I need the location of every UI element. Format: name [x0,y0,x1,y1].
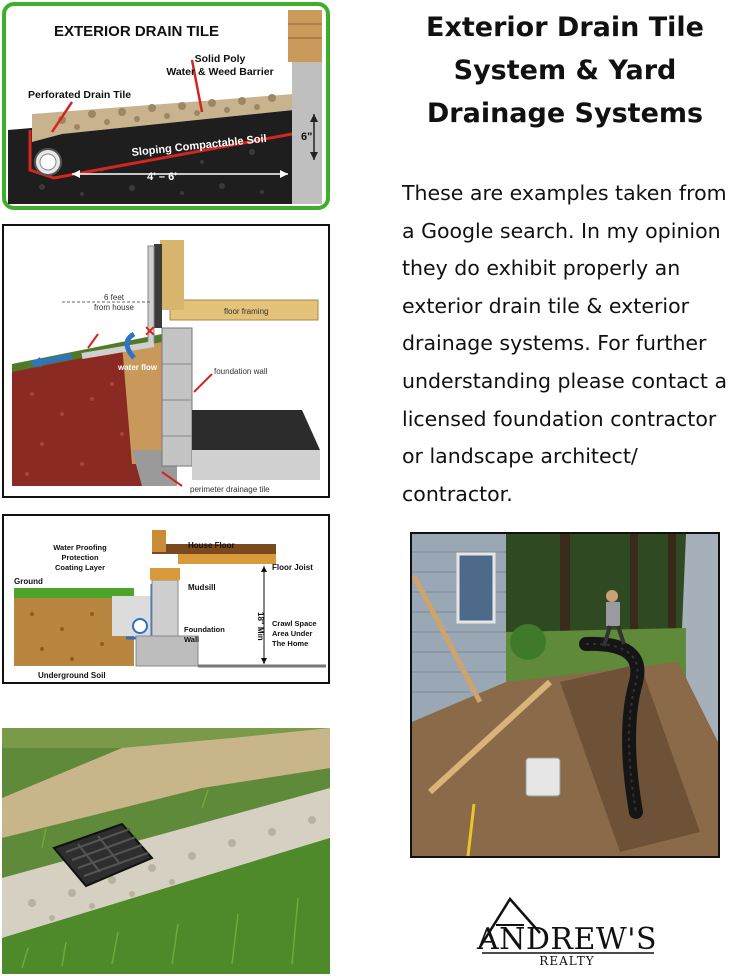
diagram2-distance-label: 6 feet [104,293,125,302]
diagram3-foundation-2: Wall [184,635,199,644]
diagram1-tile-label: Perforated Drain Tile [28,89,131,101]
diagram2-tile-label: perimeter drainage tile [190,485,270,494]
yard-drain-photo [2,728,330,974]
diagram1-barrier-label: Solid Poly [195,53,246,65]
trench-installation-photo [410,532,720,858]
diagram3-crawl-2: Area Under [272,629,313,638]
diagram1-depth-label: 6" [301,131,312,143]
description-line: drainage systems. For further [402,331,707,356]
diagram3-soil: Underground Soil [38,671,106,680]
heading-line: Drainage Systems [426,98,704,129]
description-line: or landscape architect/ [402,444,638,469]
andrews-realty-logo: ANDREW'S REALTY [474,893,660,968]
diagram3-crawl-1: Crawl Space [272,619,317,628]
crawl-space-diagram: House Floor Water Proofing Protection Co… [2,514,330,684]
diagram3-coating-3: Coating Layer [55,563,105,572]
description-line: contractor. [402,481,513,506]
diagram2-distance-label-2: from house [94,303,135,312]
page-heading: Exterior Drain Tile System & Yard Draina… [395,6,734,135]
exterior-drain-tile-diagram: EXTERIOR DRAIN TILE Solid Poly Water & W… [2,2,330,210]
description-line: exterior drain tile & exterior [402,293,690,318]
diagram2-framing-label: floor framing [224,307,268,316]
description-line: they do exhibit properly an [402,256,681,281]
heading-line: System & Yard [453,55,677,86]
description-line: a Google search. In my opinion [402,218,721,243]
heading-line: Exterior Drain Tile [426,12,704,43]
logo-brand: ANDREW'S [476,922,657,957]
description-line: These are examples taken from [402,181,727,205]
diagram3-coating-2: Protection [61,553,99,562]
diagram3-ground: Ground [14,577,43,586]
diagram3-crawl-3: The Home [272,639,308,648]
diagram3-min-label: 18" Min [256,612,265,641]
description-line: licensed foundation contractor [402,406,717,431]
perimeter-drainage-diagram: ✕ 6 feet from house floor framing water … [2,224,330,498]
diagram3-foundation-1: Foundation [184,625,225,634]
diagram2-flow-label: water flow [117,363,158,372]
diagram1-title: EXTERIOR DRAIN TILE [54,23,219,40]
diagram2-wall-label: foundation wall [214,367,268,376]
description-paragraph: These are examples taken from a Google s… [402,175,734,513]
svg-text:✕: ✕ [144,323,156,339]
diagram1-barrier-label-2: Water & Weed Barrier [166,66,273,78]
diagram3-coating-1: Water Proofing [53,543,107,552]
diagram1-width-label: 4' – 6' [147,171,177,183]
diagram3-floor-joist: Floor Joist [272,563,313,572]
description-line: understanding please contact a [402,368,728,393]
diagram3-mudsill: Mudsill [188,583,216,592]
diagram3-house-floor: House Floor [188,541,235,550]
logo-sub: REALTY [539,954,594,967]
